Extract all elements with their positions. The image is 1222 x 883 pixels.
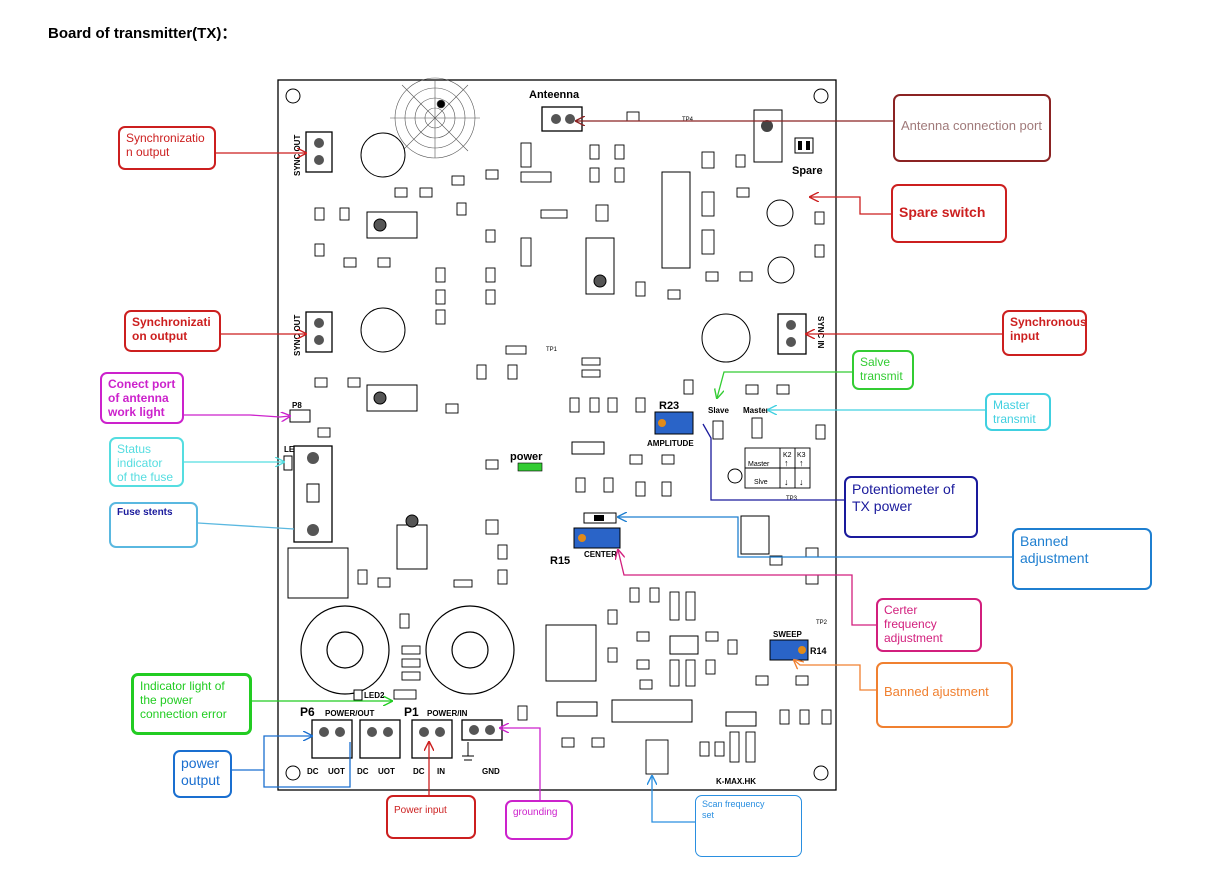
svg-text:UOT: UOT [328,767,345,776]
svg-text:CENTER: CENTER [584,550,617,559]
callout-power-output: power output [173,750,232,798]
callout-status-fuse: Status indicator of the fuse [109,437,184,487]
callout-scan-frequency: Scan frequency set [695,795,802,857]
callout-banned-ajustment: Banned ajustment [876,662,1013,728]
callout-potentiometer: Potentiometer of TX power [844,476,978,538]
svg-text:SWEEP: SWEEP [773,630,803,639]
capacitor-square [545,624,597,682]
svg-text:AMPLITUDE: AMPLITUDE [647,439,694,448]
callout-indicator-power-error: Indicator light of the power connection … [131,673,252,735]
svg-text:R15: R15 [550,555,570,567]
callout-power-input: Power input [386,795,476,839]
led1 [283,455,293,471]
svg-text:LED2: LED2 [364,691,385,700]
callout-grounding: grounding [505,800,573,840]
toroid-inductors [300,605,515,695]
svg-text:Slve: Slve [754,479,768,486]
sync-out-connector-1 [305,131,333,173]
power-connectors [311,719,503,759]
svg-text:POWER/IN: POWER/IN [427,709,468,718]
capacitor-left [287,547,349,599]
svg-text:R14: R14 [810,646,827,656]
callout-banned-adjustment: Banned adjustment [1012,528,1152,590]
power-led [517,462,543,472]
svg-text:↑: ↑ [799,458,804,468]
svg-text:Master: Master [748,461,770,468]
svg-text:TP2: TP2 [816,620,828,626]
callout-sync-output-1: Synchronizatio n output [118,126,216,170]
callout-master-transmit: Master transmit [985,393,1051,431]
svg-text:SYNC OUT: SYNC OUT [293,315,302,356]
svg-text:R23: R23 [659,400,679,412]
svg-text:TP3: TP3 [786,496,798,502]
r14-potentiometer [769,639,809,661]
svg-text:SYNC IN: SYNC IN [816,316,825,349]
callout-fuse-stents: Fuse stents [109,502,198,548]
svg-text:↑: ↑ [784,458,789,468]
svg-text:DC: DC [357,767,369,776]
leader-lines [184,121,1012,823]
regulators [366,171,691,570]
svg-text:UOT: UOT [378,767,395,776]
svg-text:GND: GND [482,767,500,776]
page-title: Board of transmitter(TX)： [48,25,237,42]
p8-connector [289,409,311,423]
label-anteenna: Anteenna [529,89,580,101]
r23-potentiometer [654,411,694,435]
jumpers [520,142,763,775]
callout-sync-output-2: Synchronizati on output [124,310,221,352]
svg-text:TP1: TP1 [546,347,558,353]
svg-text:IN: IN [437,767,445,776]
spare-switch [794,137,814,154]
svg-text:DC: DC [413,767,425,776]
svg-text:P8: P8 [292,401,302,410]
svg-text:TP4: TP4 [682,117,694,123]
label-spare: Spare [792,165,823,177]
callout-antenna-port: Antenna connection port [893,94,1051,162]
svg-text:K3: K3 [797,452,806,459]
antenna-connector [541,106,583,132]
svg-text:↓: ↓ [799,477,804,487]
svg-text:K2: K2 [783,452,792,459]
mounting-holes [285,88,829,781]
smd-pads [314,111,832,757]
callout-antenna-light: Conect port of antenna work light [100,372,184,424]
svg-text:P1: P1 [404,705,419,719]
sync-in-connector [777,313,807,355]
ics [556,441,770,727]
r15-potentiometer [573,527,621,549]
svg-text:POWER/OUT: POWER/OUT [325,709,374,718]
svg-text:DC: DC [307,767,319,776]
callout-center-frequency: Certer frequency adjustment [876,598,982,652]
label-master: Master [743,406,769,415]
callout-salve-transmit: Salve transmit [852,350,914,390]
svg-text:P6: P6 [300,705,315,719]
svg-text:↓: ↓ [784,477,789,487]
svg-text:SYNC OUT: SYNC OUT [293,135,302,176]
spider-web-logo [390,77,480,159]
transformers [360,132,795,363]
led2 [353,689,363,701]
callout-spare-switch: Spare switch [891,184,1007,243]
spare-component [753,109,783,163]
sync-out-connector-2 [305,311,333,353]
label-power: power [510,451,543,463]
label-slave: Slave [708,406,729,415]
label-kmax: K-MAX.HK [716,777,756,786]
k2-k3-table [744,447,811,489]
callout-sync-input: Synchronous input [1002,310,1087,356]
